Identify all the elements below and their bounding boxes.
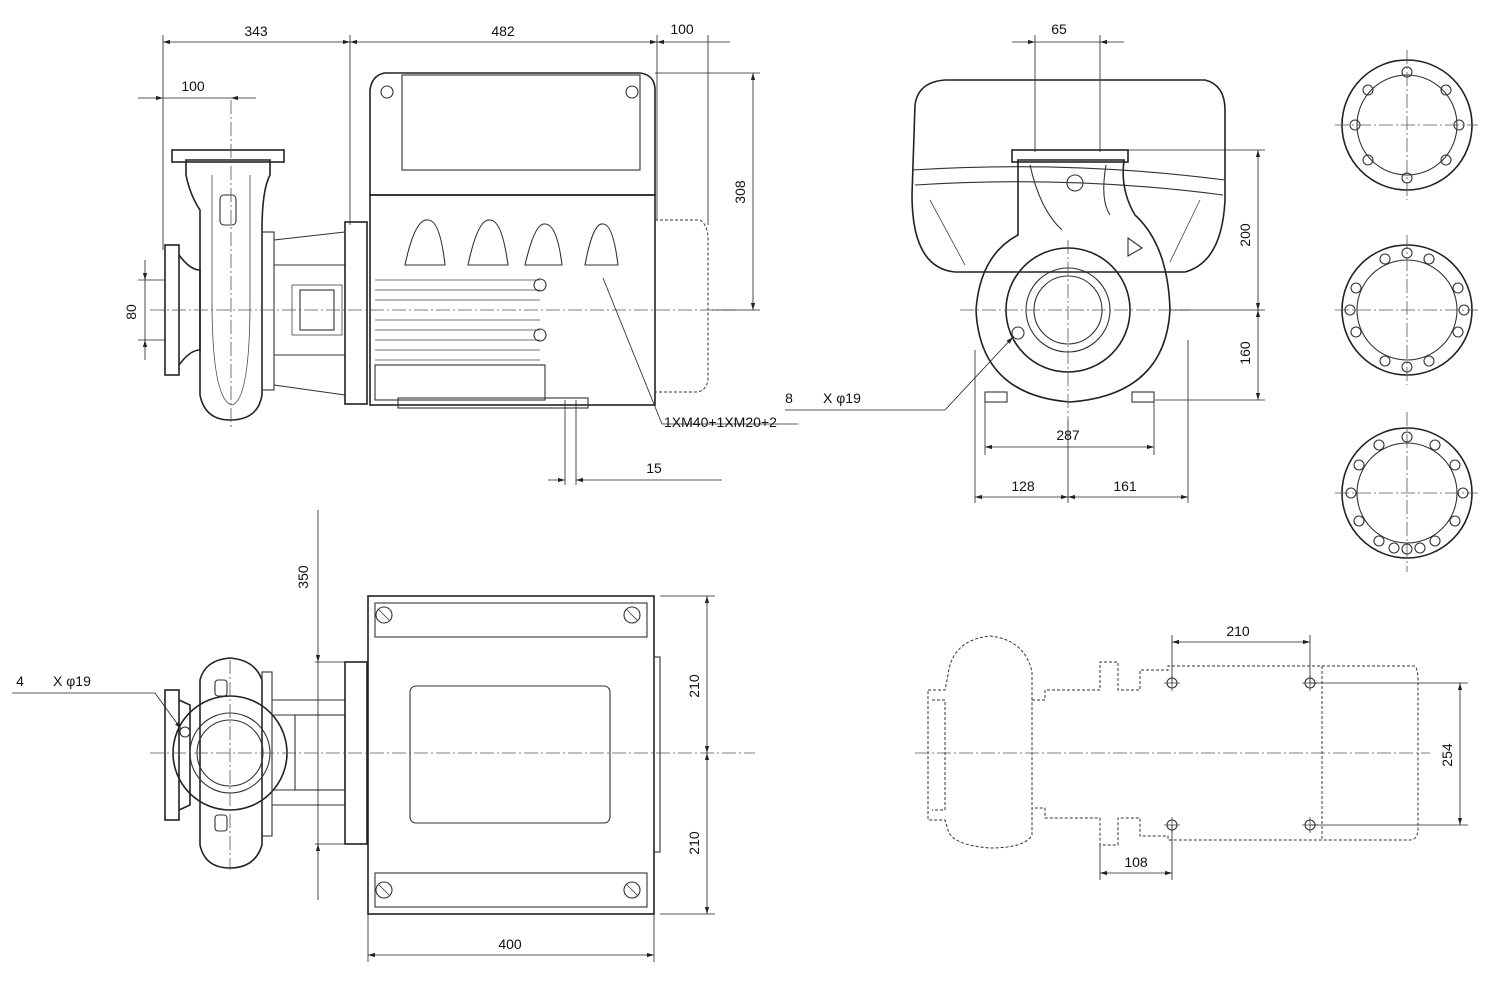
base-anchor-bolts — [1164, 675, 1318, 833]
side-terminal-box — [369, 72, 656, 196]
front-terminal-box — [911, 79, 1226, 273]
dim-side-100-flange: 100 — [181, 78, 205, 94]
top-port-bolt-hole — [179, 726, 191, 738]
dim-front-161: 161 — [1113, 478, 1137, 494]
front-bolt-hole — [1011, 326, 1025, 340]
top-bracket-flange — [261, 671, 273, 837]
top-corner-screws — [375, 606, 641, 899]
front-vent-plug — [1066, 174, 1084, 192]
dim-side-100-top: 100 — [670, 21, 694, 37]
side-cover-screw-r — [625, 85, 639, 99]
side-cable-gland-4 — [584, 223, 619, 266]
dim-base-254: 254 — [1439, 743, 1455, 767]
side-motor-flange — [344, 221, 368, 405]
front-volute — [975, 159, 1171, 403]
front-box-edges — [929, 199, 1201, 266]
front-box-seam-1 — [911, 166, 1226, 181]
dim-front-128: 128 — [1011, 478, 1035, 494]
dim-side-308: 308 — [732, 180, 748, 204]
dim-top-350: 350 — [295, 565, 311, 589]
side-terminal-cover — [401, 74, 641, 171]
dim-front-160: 160 — [1237, 341, 1253, 365]
dim-base-210: 210 — [1226, 623, 1250, 639]
side-motor-foot — [374, 364, 546, 401]
front-foot-right — [1131, 391, 1155, 403]
top-motor-lip-bottom — [374, 872, 648, 908]
side-bracket-flange — [261, 231, 275, 391]
top-coupling-zone — [294, 714, 346, 791]
base-inlet-outline — [932, 699, 946, 811]
dim-top-400: 400 — [498, 936, 522, 952]
top-terminal-cover — [409, 685, 611, 824]
front-box-seam-2 — [914, 181, 1224, 196]
base-view: 210 254 108 — [915, 623, 1468, 880]
side-lantern-lines — [273, 231, 346, 396]
side-cable-gland-2 — [467, 219, 509, 266]
dim-base-108: 108 — [1124, 854, 1148, 870]
top-fan-edge — [653, 656, 661, 853]
side-passage-plug — [219, 194, 237, 226]
top-motor-lip-top — [374, 602, 648, 638]
side-motor-fins — [375, 279, 540, 361]
side-fan-cowl — [655, 219, 709, 393]
front-foot-left — [984, 391, 1008, 403]
flange-4-hole — [1335, 50, 1478, 200]
side-screw-2 — [533, 328, 547, 342]
front-top-flange — [1011, 149, 1129, 163]
base-motor-outline — [1032, 661, 1419, 846]
flange-8-hole — [1335, 235, 1478, 385]
front-direction-arrow — [1127, 236, 1144, 257]
side-screw-1 — [533, 278, 547, 292]
dim-top-210-upper: 210 — [686, 674, 702, 698]
dim-front-287: 287 — [1056, 427, 1080, 443]
side-top-flange — [171, 149, 285, 163]
dim-side-80: 80 — [123, 304, 139, 320]
front-holes-spec: X φ19 — [823, 390, 861, 406]
front-volute-inner — [1029, 164, 1111, 231]
dim-top-210-lower: 210 — [686, 831, 702, 855]
side-inner-passage — [211, 175, 251, 406]
top-lantern-lines — [272, 699, 345, 806]
base-pump-outline — [927, 635, 1033, 849]
top-inlet-flange — [164, 689, 180, 821]
top-inlet-neck — [178, 699, 191, 811]
dim-side-15: 15 — [646, 460, 662, 476]
side-cover-screw-l — [380, 85, 394, 99]
dim-front-65: 65 — [1051, 21, 1067, 37]
side-pump-casing — [185, 159, 271, 421]
dim-side-343: 343 — [244, 23, 268, 39]
flange-12-hole — [1335, 412, 1478, 572]
side-cable-gland-1 — [404, 219, 446, 266]
dim-side-482: 482 — [491, 23, 515, 39]
top-plug-upper — [214, 679, 228, 697]
top-holes-spec: X φ19 — [53, 673, 91, 689]
side-foot-plate — [397, 397, 589, 409]
top-plug-lower — [214, 814, 228, 832]
flange-patterns — [1335, 50, 1478, 572]
top-volute — [199, 657, 263, 869]
cable-entry-label: 1XM40+1XM20+2 — [664, 414, 777, 430]
dim-front-200: 200 — [1237, 223, 1253, 247]
top-motor-body — [367, 595, 655, 915]
front-view: 65 200 160 287 128 161 8 X φ19 — [785, 21, 1265, 503]
side-cable-gland-3 — [524, 223, 563, 266]
top-holes-count: 4 — [16, 673, 24, 689]
side-view: 343 482 100 100 308 80 15 1XM40+1XM20+2 — [123, 21, 798, 485]
front-holes-count: 8 — [785, 390, 793, 406]
top-view: 350 210 210 400 4 X φ19 — [12, 510, 755, 962]
